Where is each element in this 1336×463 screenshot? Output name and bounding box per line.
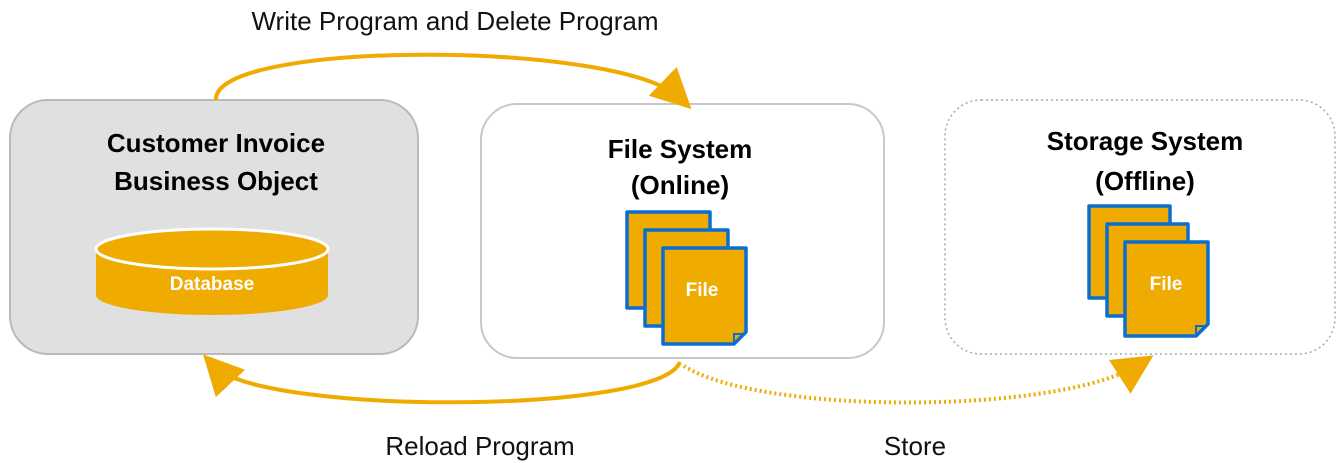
file-system-file-label: File — [686, 280, 719, 301]
storage-system-title-line1: Storage System — [1047, 126, 1244, 156]
file-system-title-line1: File System — [608, 134, 753, 164]
file-system-title-line2: (Online) — [631, 170, 729, 200]
database-label: Database — [170, 274, 255, 295]
storage-system-file-label: File — [1150, 274, 1183, 295]
flow-label-write-delete: Write Program and Delete Program — [251, 6, 658, 36]
file-stack-icon — [1087, 204, 1210, 338]
file-system-box: File System (Online) File — [480, 103, 885, 359]
business-object-title-line1: Customer Invoice — [107, 128, 325, 158]
flow-label-reload: Reload Program — [385, 431, 574, 461]
business-object-box: Customer Invoice Business Object Databas… — [9, 99, 419, 355]
business-object-title-line2: Business Object — [114, 166, 318, 196]
store-arrow — [682, 355, 1154, 405]
write-delete-arrow — [213, 52, 692, 110]
storage-system-title-line2: (Offline) — [1095, 166, 1195, 196]
reload-arrow — [202, 354, 682, 405]
file-stack-icon — [625, 210, 748, 346]
database-cylinder-icon — [94, 227, 330, 315]
flow-label-store: Store — [884, 431, 946, 461]
storage-system-box: Storage System (Offline) File — [944, 99, 1336, 355]
